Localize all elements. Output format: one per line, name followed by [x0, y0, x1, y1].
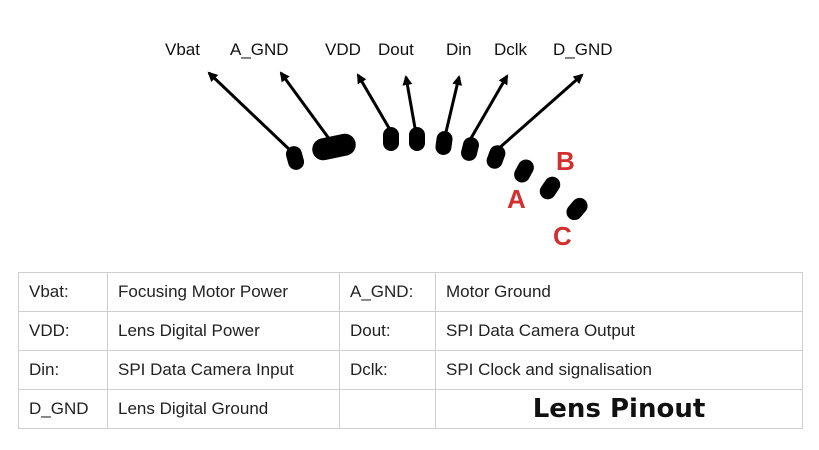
- pin-name-cell: Dout:: [339, 311, 436, 351]
- contact-letter-c: C: [553, 221, 572, 251]
- pin-name-cell: A_GND:: [339, 272, 436, 312]
- arrow-vdd: [356, 73, 391, 129]
- table-row: Din: SPI Data Camera Input Dclk: SPI Clo…: [18, 350, 803, 390]
- pin-name-cell: D_GND: [18, 389, 108, 429]
- pin-label-din: Din: [446, 40, 472, 59]
- pin-description-table: Vbat: Focusing Motor Power A_GND: Motor …: [18, 272, 803, 429]
- pin-label-a-gnd: A_GND: [230, 40, 289, 59]
- pin-label-d-gnd: D_GND: [553, 40, 613, 59]
- pin-label-vdd: VDD: [325, 40, 361, 59]
- contact-pad-a-gnd: [312, 133, 356, 161]
- pin-label-dout: Dout: [378, 40, 414, 59]
- table-row: Vbat: Focusing Motor Power A_GND: Motor …: [18, 272, 803, 312]
- contact-pad-b: [539, 176, 561, 200]
- contact-letter-a: A: [507, 184, 526, 214]
- table-row: VDD: Lens Digital Power Dout: SPI Data C…: [18, 311, 803, 351]
- pin-name-cell: Din:: [18, 350, 108, 390]
- contact-pad-vdd: [383, 127, 399, 151]
- contact-letter-b: B: [556, 146, 575, 176]
- pin-description-cell: Focusing Motor Power: [107, 272, 340, 312]
- arrow-vbat: [207, 71, 294, 154]
- empty-cell: [339, 389, 436, 429]
- pin-name-cell: VDD:: [18, 311, 108, 351]
- arrow-dclk: [468, 74, 509, 141]
- contact-pad-din: [435, 131, 453, 155]
- pin-name-cell: Dclk:: [339, 350, 436, 390]
- pin-description-cell: Motor Ground: [435, 272, 803, 312]
- pin-description-cell: SPI Data Camera Output: [435, 311, 803, 351]
- contact-pad-d-gnd: [486, 145, 506, 169]
- pin-description-cell: Lens Digital Power: [107, 311, 340, 351]
- pinout-diagram: Vbat A_GND VDD Dout Din Dclk D_GND A B C: [165, 40, 613, 251]
- contact-pad-dclk: [461, 137, 479, 161]
- pin-label-vbat: Vbat: [165, 40, 200, 59]
- contact-pad-a: [514, 159, 534, 183]
- contact-pad-c: [566, 197, 588, 221]
- table-row: D_GND Lens Digital Ground Lens Pinout: [18, 389, 803, 429]
- pin-description-cell: SPI Data Camera Input: [107, 350, 340, 390]
- pin-description-cell: Lens Digital Ground: [107, 389, 340, 429]
- figure-caption: Lens Pinout: [435, 389, 803, 429]
- arrow-d-gnd: [496, 73, 584, 152]
- pin-name-cell: Vbat:: [18, 272, 108, 312]
- contact-pad-vbat: [285, 146, 305, 170]
- pin-description-cell: SPI Clock and signalisation: [435, 350, 803, 390]
- arrow-dout: [402, 75, 417, 129]
- pin-label-dclk: Dclk: [494, 40, 528, 59]
- arrow-din: [444, 75, 463, 133]
- contact-pad-dout: [409, 127, 425, 151]
- arrow-a-gnd: [279, 71, 332, 141]
